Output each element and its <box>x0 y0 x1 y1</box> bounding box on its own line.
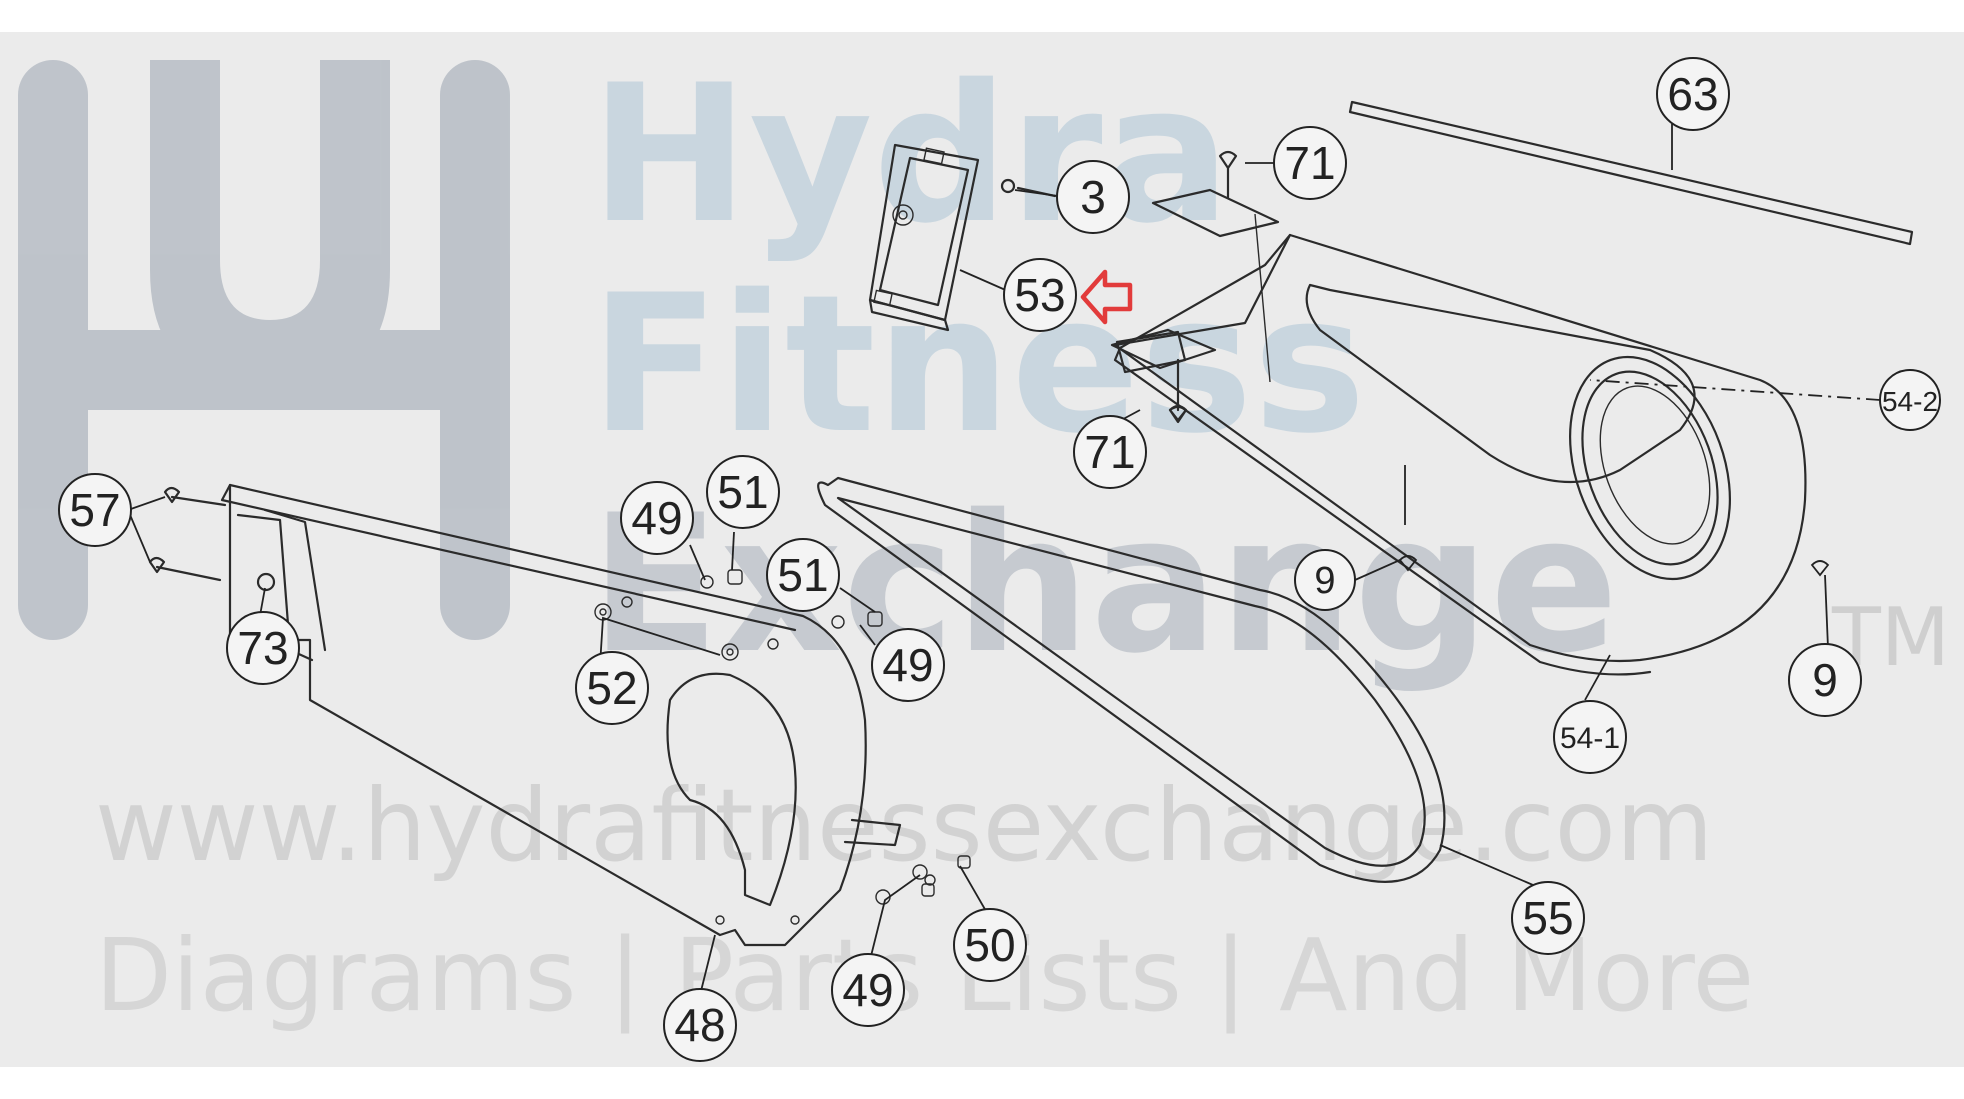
leader-lines <box>127 124 1881 996</box>
parts <box>148 100 1914 947</box>
svg-text:71: 71 <box>1284 137 1335 189</box>
callout-49-c[interactable]: 49 <box>831 953 905 1027</box>
part-71-lower-screw <box>1168 358 1188 424</box>
part-57-screw-b <box>148 556 222 582</box>
callout-71-top[interactable]: 71 <box>1273 126 1347 200</box>
part-48-front-guard <box>220 483 902 947</box>
callout-50[interactable]: 50 <box>953 908 1027 982</box>
callout-3[interactable]: 3 <box>1056 160 1130 234</box>
callout-57[interactable]: 57 <box>58 473 132 547</box>
svg-text:3: 3 <box>1080 171 1106 223</box>
part-53-bracket <box>868 143 980 332</box>
watermark-tagline: Diagrams | Parts Lists | And More <box>95 917 1754 1034</box>
callouts: 63 71 3 53 54-2 71 57 51 49 51 9 73 49 5… <box>58 57 1941 1062</box>
callout-9-b[interactable]: 9 <box>1788 643 1862 717</box>
svg-text:71: 71 <box>1084 426 1135 478</box>
svg-text:49: 49 <box>882 639 933 691</box>
svg-text:48: 48 <box>674 999 725 1051</box>
part-73-nut <box>256 572 276 592</box>
svg-text:63: 63 <box>1667 68 1718 120</box>
callout-48[interactable]: 48 <box>663 988 737 1062</box>
callout-73[interactable]: 73 <box>226 611 300 685</box>
svg-text:51: 51 <box>717 466 768 518</box>
svg-text:52: 52 <box>586 662 637 714</box>
svg-text:73: 73 <box>237 622 288 674</box>
callout-51-a[interactable]: 51 <box>706 455 780 529</box>
svg-text:57: 57 <box>69 484 120 536</box>
part-57-screw-a <box>163 486 227 507</box>
part-63-strip <box>1348 100 1914 246</box>
watermark-brand-line2: Fitness <box>590 254 1366 475</box>
part-71-top-plate <box>1151 188 1280 238</box>
part-55-belt <box>817 476 1446 883</box>
svg-text:54-1: 54-1 <box>1560 722 1620 755</box>
svg-text:51: 51 <box>777 549 828 601</box>
svg-text:50: 50 <box>964 919 1015 971</box>
part-71-top-screw <box>1218 150 1238 200</box>
callout-63[interactable]: 63 <box>1656 57 1730 131</box>
callout-52[interactable]: 52 <box>575 651 649 725</box>
watermark-website: www.hydrafitnessexchange.com <box>95 767 1713 884</box>
svg-text:9: 9 <box>1314 560 1335 602</box>
svg-text:53: 53 <box>1014 269 1065 321</box>
svg-text:54-2: 54-2 <box>1882 386 1938 417</box>
svg-text:49: 49 <box>842 964 893 1016</box>
callout-49-a[interactable]: 49 <box>620 481 694 555</box>
watermark-brand-line1: Hydra <box>590 44 1231 265</box>
callout-55[interactable]: 55 <box>1511 881 1585 955</box>
watermark: Hydra Fitness Exchange TM www.hydrafitne… <box>18 44 1950 1034</box>
svg-text:55: 55 <box>1522 892 1573 944</box>
callout-9-a[interactable]: 9 <box>1294 549 1356 611</box>
callout-53[interactable]: 53 <box>1003 258 1077 332</box>
callout-49-b[interactable]: 49 <box>871 628 945 702</box>
part-54-guard <box>1113 213 1830 676</box>
arrow-left-icon <box>1080 269 1133 325</box>
callout-71-lower[interactable]: 71 <box>1073 415 1147 489</box>
callout-54-1[interactable]: 54-1 <box>1553 700 1627 774</box>
part-71-lower-plate <box>1110 328 1217 370</box>
callout-54-2[interactable]: 54-2 <box>1879 369 1941 431</box>
svg-text:9: 9 <box>1812 654 1838 706</box>
svg-text:49: 49 <box>631 492 682 544</box>
callout-51-b[interactable]: 51 <box>766 538 840 612</box>
